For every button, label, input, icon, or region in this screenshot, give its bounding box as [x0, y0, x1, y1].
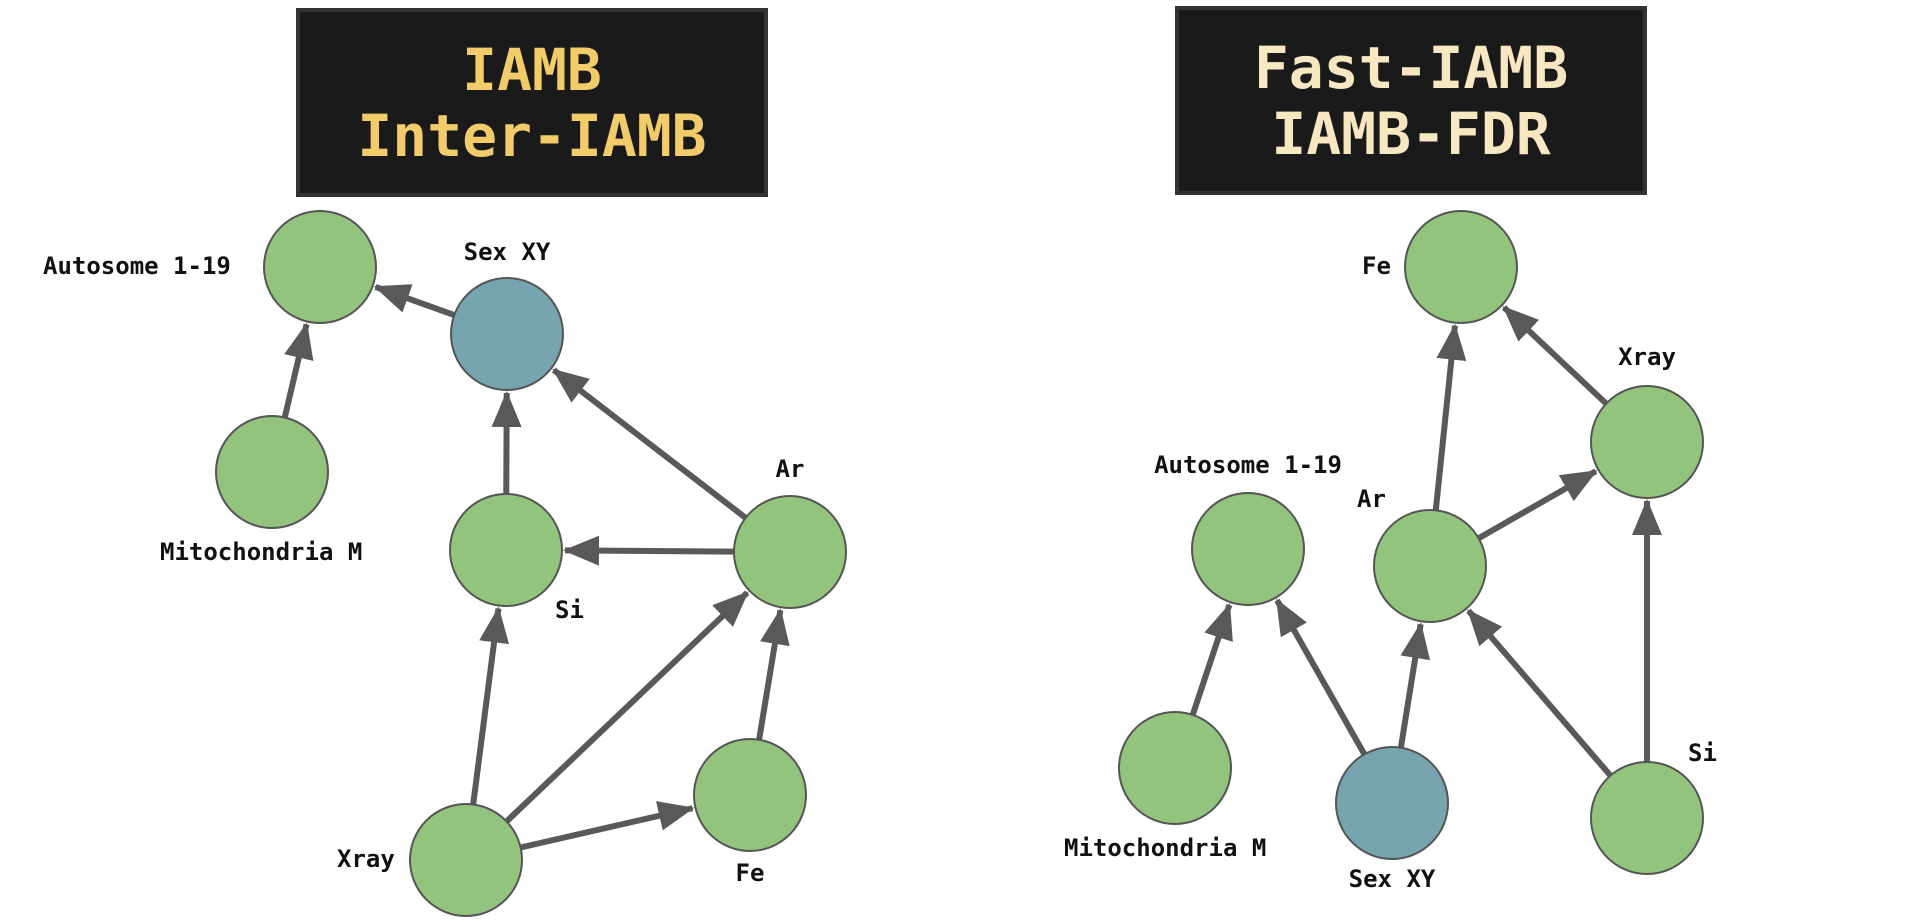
- node-label-sexxy: Sex XY: [464, 238, 551, 266]
- node-auto: [1191, 492, 1305, 606]
- node-xray: [409, 803, 523, 917]
- node-mito: [215, 415, 329, 529]
- edge-ar-to-sexxy: [551, 367, 748, 521]
- node-label-xray: Xray: [1618, 343, 1676, 371]
- node-label-si: Si: [1688, 739, 1717, 767]
- node-xray: [1590, 385, 1704, 499]
- edge-xray-to-si: [470, 606, 509, 805]
- node-label-ar: Ar: [776, 455, 805, 483]
- node-sexxy: [450, 277, 564, 391]
- node-label-si: Si: [555, 596, 584, 624]
- node-label-auto: Autosome 1-19: [1154, 451, 1342, 479]
- edge-xray-to-ar: [504, 590, 750, 824]
- title-box-right: Fast-IAMB IAMB-FDR: [1175, 6, 1647, 195]
- node-ar: [1373, 509, 1487, 623]
- edge-sexxy-to-auto: [373, 284, 456, 318]
- node-sexxy: [1335, 746, 1449, 860]
- node-label-mito: Mitochondria M: [1064, 834, 1266, 862]
- edge-mito-to-auto: [1189, 603, 1233, 716]
- edge-si-to-ar: [1466, 608, 1613, 778]
- node-label-auto: Autosome 1-19: [43, 252, 231, 280]
- title-line-1: IAMB: [462, 35, 602, 104]
- edge-ar-to-fe: [1432, 323, 1467, 511]
- edge-fe-to-ar: [756, 608, 790, 741]
- edge-sexxy-to-ar: [1397, 622, 1431, 749]
- edge-ar-to-xray: [1477, 468, 1598, 541]
- edge-ar-to-si: [562, 535, 735, 566]
- edge-xray-to-fe: [519, 801, 695, 851]
- node-label-fe: Fe: [1362, 252, 1391, 280]
- node-fe: [1404, 210, 1518, 324]
- node-si: [1590, 761, 1704, 875]
- title-line-1: Fast-IAMB: [1253, 33, 1569, 102]
- edge-xray-to-fe: [1501, 305, 1609, 406]
- edge-sexxy-to-auto: [1274, 598, 1367, 756]
- node-label-xray: Xray: [337, 845, 395, 873]
- title-box-left: IAMB Inter-IAMB: [296, 8, 768, 197]
- node-label-mito: Mitochondria M: [160, 538, 362, 566]
- node-fe: [693, 738, 807, 852]
- node-ar: [733, 495, 847, 609]
- title-line-2: Inter-IAMB: [357, 101, 707, 170]
- node-label-fe: Fe: [736, 859, 765, 887]
- edge-mito-to-auto: [281, 322, 314, 419]
- node-label-sexxy: Sex XY: [1349, 865, 1436, 893]
- node-auto: [263, 210, 377, 324]
- title-line-2: IAMB-FDR: [1271, 99, 1551, 168]
- node-si: [449, 493, 563, 607]
- panel-left: Autosome 1-19 Sex XY Mitochondria M Si ArXra…: [43, 210, 847, 917]
- node-label-ar: Ar: [1357, 485, 1386, 513]
- node-mito: [1118, 711, 1232, 825]
